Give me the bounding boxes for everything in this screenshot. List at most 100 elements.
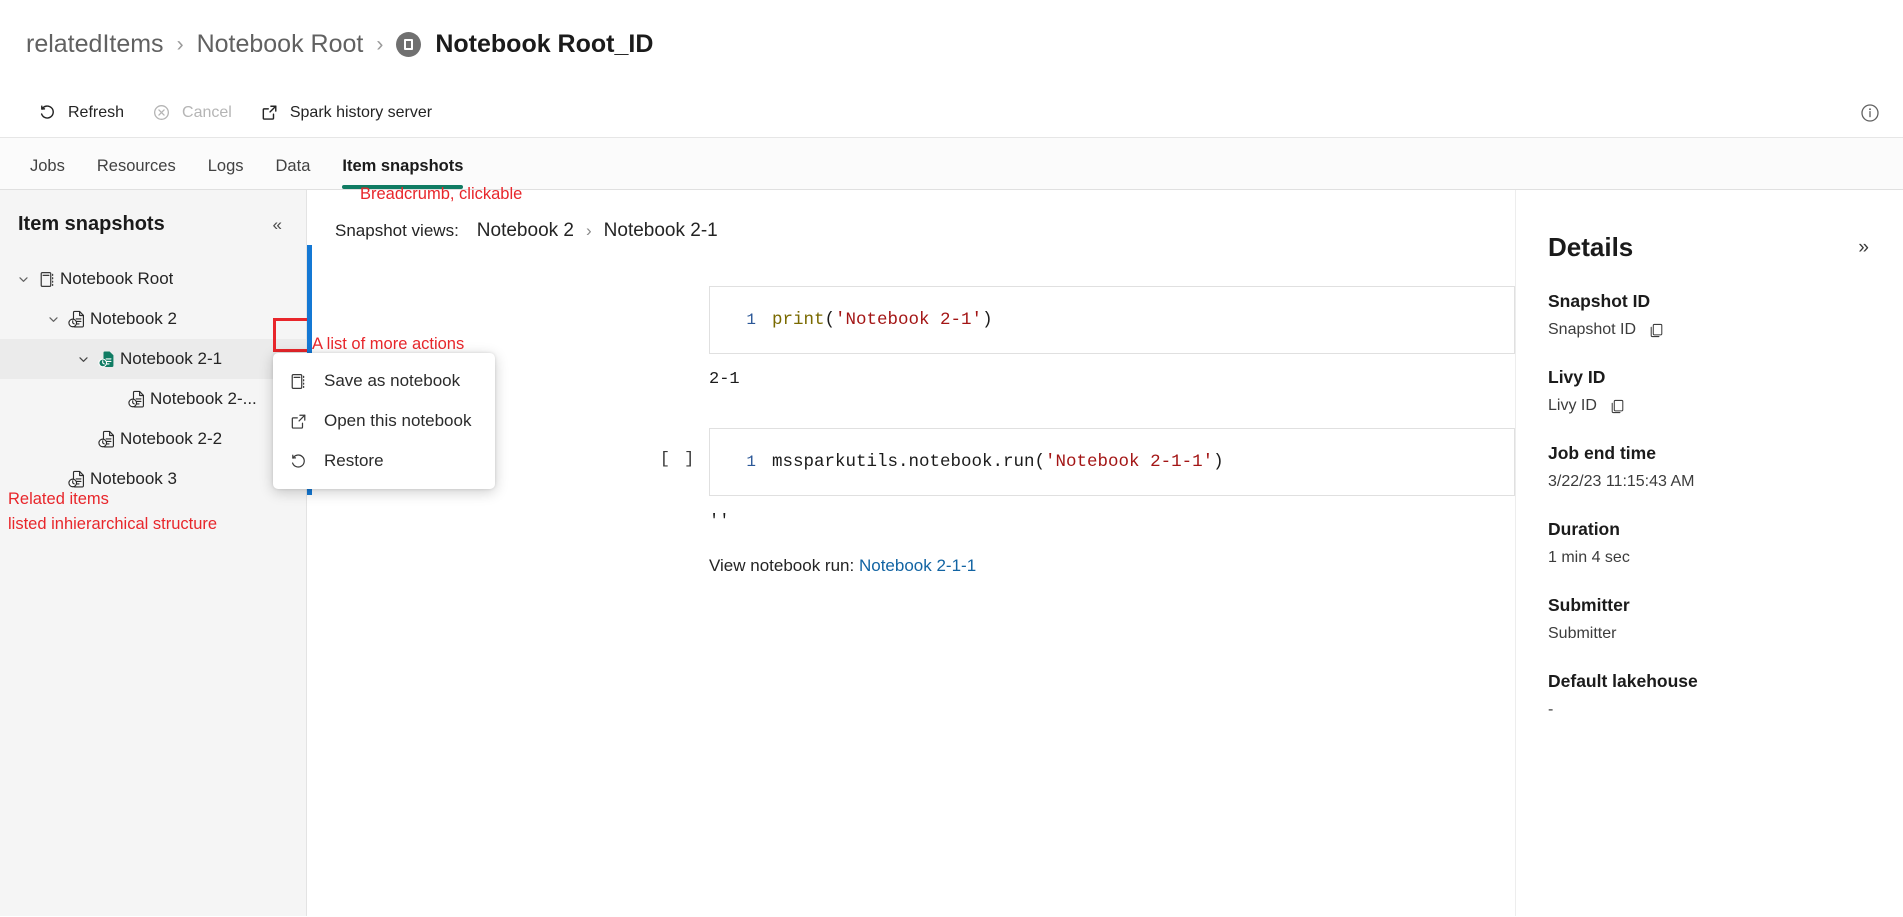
menu-item-label: Save as notebook <box>324 371 461 390</box>
tab-logs[interactable]: Logs <box>207 157 244 175</box>
chevron-double-left-icon[interactable]: « <box>272 215 282 234</box>
info-button[interactable] <box>1859 102 1881 124</box>
details-field-value: 1 min 4 sec <box>1548 549 1630 566</box>
more-actions-annotation: A list of more actions <box>312 335 465 353</box>
tree-node-label: Notebook 2-... <box>150 389 257 408</box>
breadcrumb-annotation: Breadcrumb, clickable <box>360 185 523 203</box>
details-field-default-lakehouse: Default lakehouse - <box>1548 671 1873 719</box>
details-field-value: 3/22/23 11:15:43 AM <box>1548 473 1695 490</box>
tree-annotation-line1: Related items <box>8 490 109 508</box>
cell-line-number: 1 <box>746 311 756 329</box>
menu-item-restore[interactable]: Restore <box>273 441 495 481</box>
chevron-down-icon[interactable] <box>12 273 34 286</box>
chevron-double-right-icon[interactable]: » <box>1858 236 1869 258</box>
cell-code: print('Notebook 2-1') <box>772 310 993 330</box>
details-field-label: Default lakehouse <box>1548 671 1698 691</box>
details-field-label: Submitter <box>1548 595 1630 615</box>
snapshot-views-parent-link[interactable]: Notebook 2 <box>476 220 574 241</box>
tree-node-label: Notebook 2 <box>90 309 177 328</box>
breadcrumb-item-notebook-root[interactable]: Notebook Root <box>196 29 364 58</box>
tab-data[interactable]: Data <box>275 157 311 175</box>
tree-node-label: Notebook 2-2 <box>120 429 223 448</box>
restore-icon <box>291 453 305 468</box>
tree-node-label: Notebook Root <box>60 269 174 288</box>
menu-item-label: Restore <box>324 451 384 470</box>
run-link-label: View notebook run: <box>709 556 855 575</box>
cell-code-editor[interactable]: 1 mssparkutils.notebook.run('Notebook 2-… <box>709 428 1515 496</box>
tree-node-notebook-3[interactable]: Notebook 3 <box>0 459 306 499</box>
details-header: Details » <box>1548 232 1873 263</box>
cell-run-mark[interactable]: [ ] <box>659 450 697 469</box>
copy-icon[interactable] <box>1609 398 1626 415</box>
details-field-value-row: 3/22/23 11:15:43 AM <box>1548 473 1873 491</box>
details-field-value: - <box>1548 701 1554 718</box>
breadcrumb: relatedItems › Notebook Root › Notebook … <box>0 0 1903 88</box>
snapshot-views-label: Snapshot views: <box>335 221 459 240</box>
menu-item-label: Open this notebook <box>324 411 472 430</box>
chevron-down-icon[interactable] <box>72 353 94 366</box>
open-external-icon <box>291 414 306 429</box>
code-token-plain: mssparkutils.notebook.run( <box>772 452 1046 472</box>
info-icon <box>1861 103 1879 122</box>
tree-node-notebook-2-2[interactable]: Notebook 2-2 <box>0 419 306 459</box>
details-field-duration: Duration 1 min 4 sec <box>1548 519 1873 567</box>
notebook-cell: [ ] 1 mssparkutils.notebook.run('Noteboo… <box>307 428 1903 496</box>
code-token-string: 'Notebook 2-1-1' <box>1045 452 1214 472</box>
tree-annotation: Related items listed inhierarchical stru… <box>8 487 217 537</box>
page-title-text: Notebook Root_ID <box>435 29 654 58</box>
menu-item-save-as-notebook[interactable]: Save as notebook <box>273 361 495 401</box>
cancel-button[interactable]: Cancel <box>138 97 246 128</box>
details-field-value-row: Submitter <box>1548 625 1873 643</box>
notebook-run-link-row: View notebook run: Notebook 2-1-1 <box>307 556 1903 576</box>
tree-node-label: Notebook 3 <box>90 469 177 488</box>
code-token-string: 'Notebook 2-1' <box>835 310 983 330</box>
snapshot-views-current[interactable]: Notebook 2-1 <box>603 220 718 241</box>
snapshot-views-separator: › <box>585 221 592 240</box>
details-field-job-end-time: Job end time 3/22/23 11:15:43 AM <box>1548 443 1873 491</box>
tab-jobs[interactable]: Jobs <box>30 157 65 175</box>
copy-icon[interactable] <box>1648 322 1665 339</box>
tree-node-notebook-2-1[interactable]: Notebook 2-1 <box>0 339 306 379</box>
details-field-livy-id: Livy ID Livy ID <box>1548 367 1873 415</box>
snapshot-icon <box>94 429 120 450</box>
snapshot-icon <box>64 469 90 490</box>
spark-history-server-button[interactable]: Spark history server <box>246 97 446 128</box>
command-bar: Refresh Cancel Spark history server <box>0 88 1903 138</box>
tree-node-label: Notebook 2-1 <box>120 349 223 368</box>
snapshot-views-breadcrumb: Snapshot views: Notebook 2 › Notebook 2-… <box>307 190 1903 242</box>
cell-code: mssparkutils.notebook.run('Notebook 2-1-… <box>772 452 1224 472</box>
tree-node-notebook-root[interactable]: Notebook Root <box>0 259 306 299</box>
details-field-value-row: Livy ID <box>1548 397 1873 415</box>
more-actions-menu: Save as notebook Open this notebook Rest… <box>273 353 495 489</box>
main-body: Item snapshots « Not <box>0 185 1903 916</box>
menu-item-open-this-notebook[interactable]: Open this notebook <box>273 401 495 441</box>
spark-history-label: Spark history server <box>289 103 433 121</box>
details-field-value: Snapshot ID <box>1548 321 1637 338</box>
code-token-plain: ) <box>1213 452 1224 472</box>
tab-item-snapshots[interactable]: Item snapshots <box>326 157 479 189</box>
notebook-badge-icon <box>396 31 422 57</box>
tab-resources[interactable]: Resources <box>96 157 176 175</box>
tree-header: Item snapshots « <box>0 190 306 255</box>
details-field-label: Livy ID <box>1548 367 1606 387</box>
details-field-value-row: Snapshot ID <box>1548 321 1873 339</box>
tree-title: Item snapshots <box>18 213 165 235</box>
chevron-down-icon[interactable] <box>42 313 64 326</box>
tree-node-notebook-2-1-1[interactable]: Notebook 2-... <box>0 379 306 419</box>
details-field-value: Livy ID <box>1548 397 1597 414</box>
notebook-run-link[interactable]: Notebook 2-1-1 <box>858 556 977 575</box>
code-token-plain: ( <box>824 310 836 330</box>
breadcrumb-separator: › <box>376 32 384 56</box>
details-field-label: Snapshot ID <box>1548 291 1651 311</box>
cell-code-editor[interactable]: 1 print('Notebook 2-1') <box>709 286 1515 354</box>
snapshot-icon <box>64 309 90 330</box>
refresh-button[interactable]: Refresh <box>24 97 138 128</box>
details-field-snapshot-id: Snapshot ID Snapshot ID <box>1548 291 1873 339</box>
snapshot-tree: Notebook Root <box>0 255 306 499</box>
breadcrumb-item-related-items[interactable]: relatedItems <box>26 29 164 58</box>
tree-node-notebook-2[interactable]: Notebook 2 <box>0 299 306 339</box>
notebook-icon <box>34 270 60 289</box>
details-title: Details <box>1548 232 1634 262</box>
breadcrumb-separator: › <box>176 32 184 56</box>
